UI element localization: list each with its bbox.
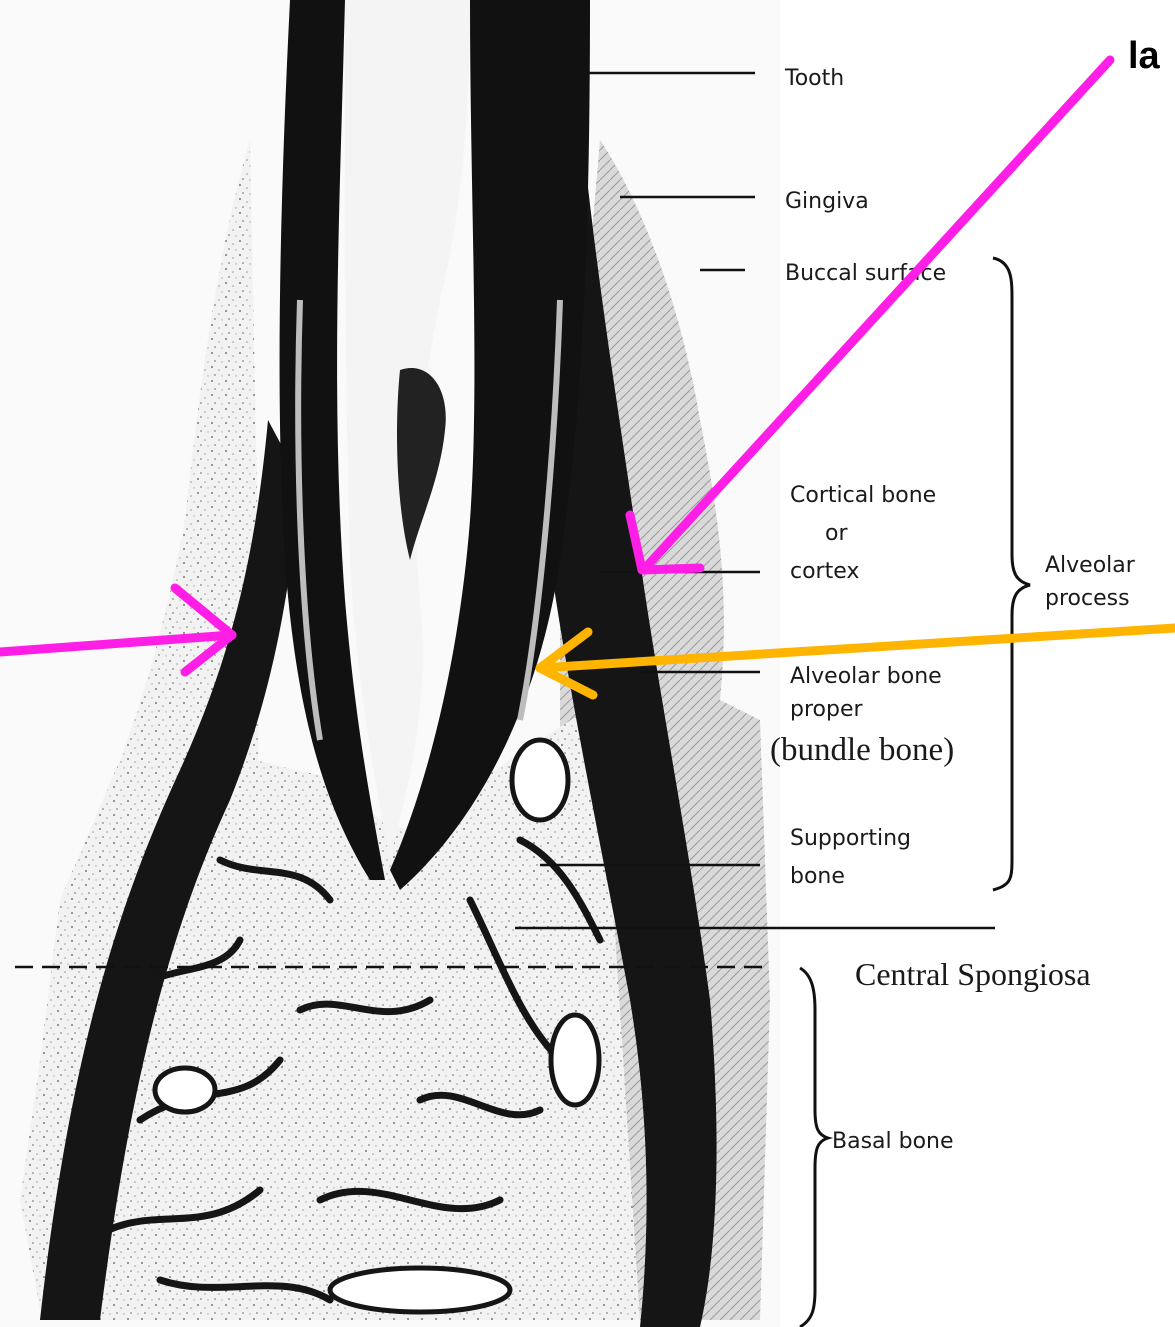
- label-alveolar: Alveolar: [1045, 553, 1136, 578]
- label-gingiva: Gingiva: [785, 189, 869, 214]
- label-basal-bone: Basal bone: [832, 1129, 954, 1154]
- label-proper: proper: [790, 697, 863, 722]
- label-central-spongiosa: Central Spongiosa: [855, 956, 1091, 992]
- brace-basal-bone: [800, 968, 828, 1327]
- label-top-right-partial: la: [1128, 35, 1161, 77]
- label-supporting: Supporting: [790, 826, 911, 851]
- label-cortical-bone: Cortical bone: [790, 483, 936, 508]
- label-alveolar-bone: Alveolar bone: [790, 664, 942, 689]
- label-bundle-bone: (bundle bone): [770, 732, 954, 768]
- label-cortical-or: or: [825, 521, 848, 546]
- brace-alveolar-process: [993, 258, 1030, 890]
- label-tooth: Tooth: [784, 66, 844, 91]
- label-process: process: [1045, 586, 1130, 611]
- label-supporting-bone: bone: [790, 864, 845, 889]
- label-cortex: cortex: [790, 559, 859, 584]
